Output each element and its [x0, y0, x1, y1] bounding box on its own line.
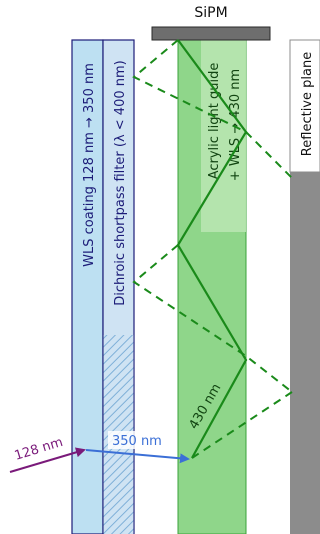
reflective-plane-label-background	[289, 39, 320, 173]
dichroic-filter-label: Dichroic shortpass filter (λ < 400 nm)	[113, 60, 128, 305]
shifted-ray-350nm	[85, 449, 190, 464]
light-guide-label-line1: Acrylic light guide	[207, 63, 222, 180]
sipm-label: SiPM	[194, 5, 227, 21]
wls-coating-label: WLS coating 128 nm → 350 nm	[82, 63, 97, 267]
dashed-ray-lower	[191, 391, 293, 459]
shifted-wavelength-label-background	[108, 431, 170, 449]
shifted-wavelength-label: 350 nm	[112, 434, 162, 449]
sipm-sensor	[151, 26, 271, 41]
incoming-wavelength-label: 128 nm	[13, 435, 65, 464]
light-guide-label-line2: + WLS → 430 nm	[228, 69, 243, 181]
guided-ray	[176, 39, 248, 459]
incoming-ray-128nm	[9, 447, 86, 473]
dashed-ray-middle	[132, 244, 293, 393]
dashed-ray-upper	[132, 39, 293, 179]
reflective-plane-label: Reflective plane	[300, 52, 315, 156]
light-guide-label-background	[201, 40, 246, 232]
